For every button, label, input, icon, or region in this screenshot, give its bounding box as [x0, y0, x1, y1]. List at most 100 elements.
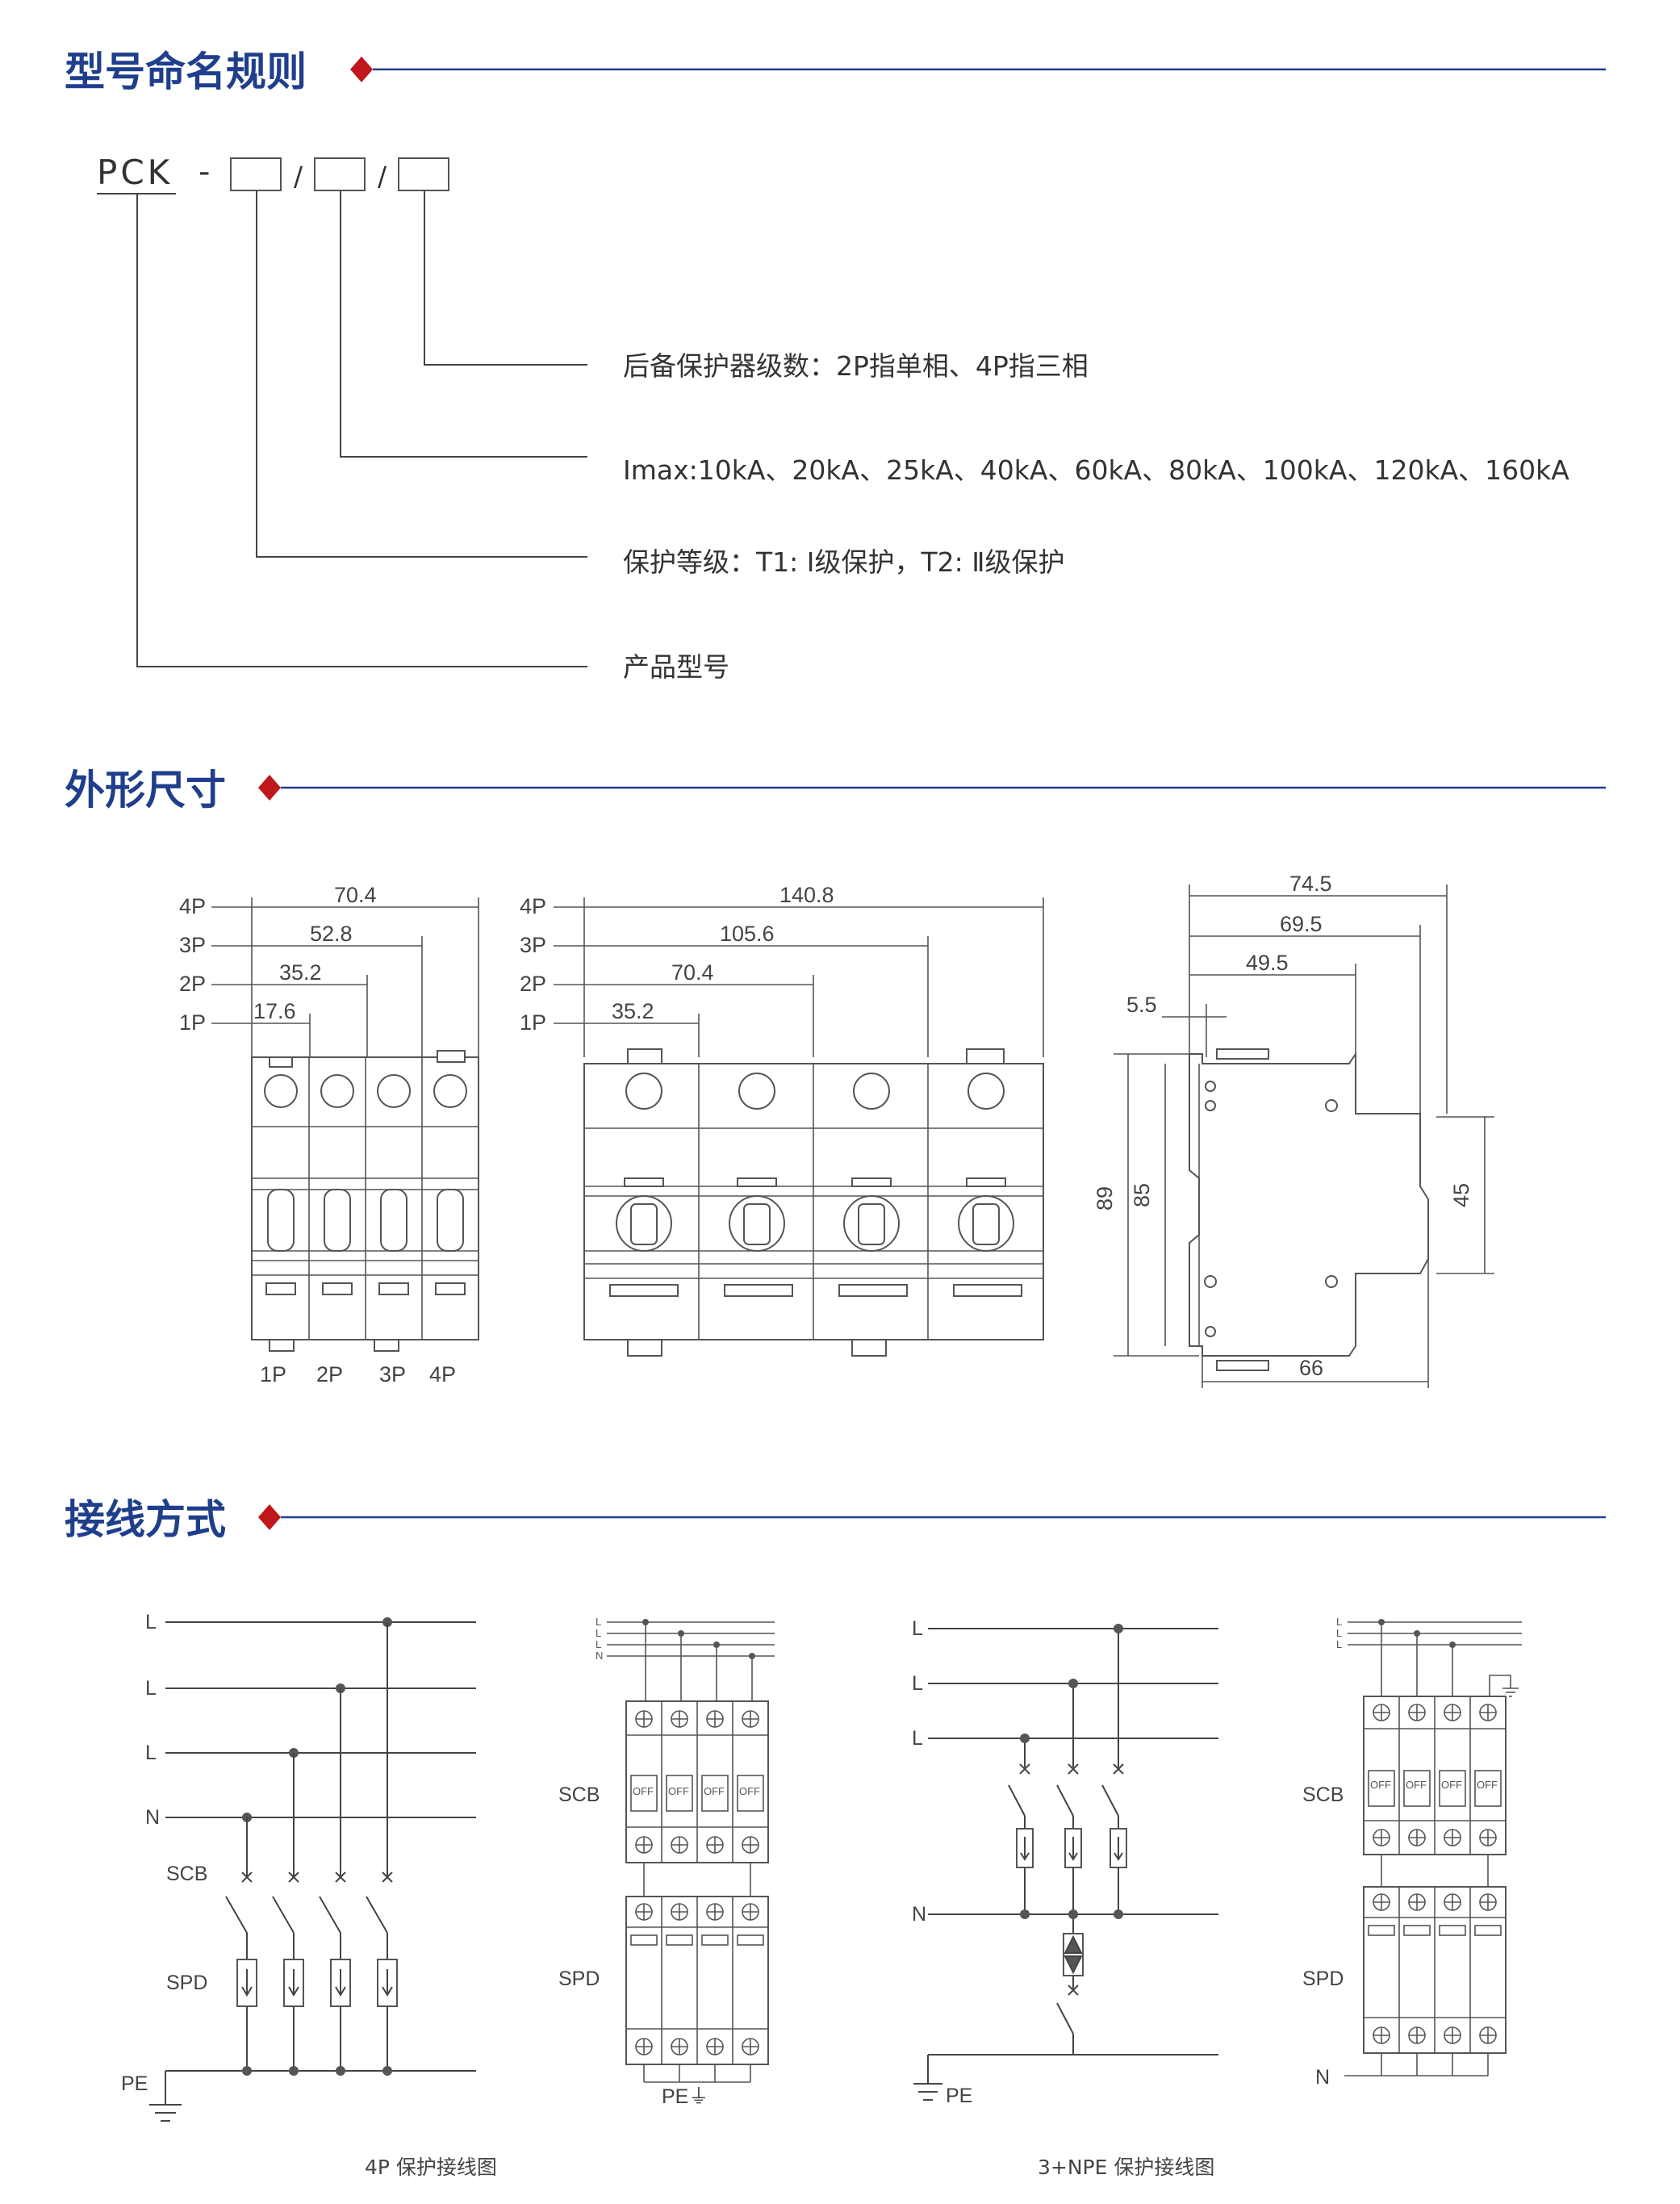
section-title-dimensions: 外形尺寸: [65, 767, 226, 813]
spd-label: SPD: [558, 1968, 600, 1990]
naming-item-poles: 后备保护器级数：2P指单相、4P指三相: [623, 350, 1089, 382]
terminal-screw-icon: [635, 1903, 759, 2056]
wiring-3npe-schematic: L L L N PE: [912, 1617, 1218, 2107]
terminal-screw-icon: [1373, 1704, 1497, 1846]
diamond-icon: [258, 1504, 281, 1530]
neutral-label: N: [1315, 2066, 1330, 2089]
pe-bus-label: PE⏚: [662, 2085, 708, 2108]
scb-label: SCB: [1302, 1784, 1344, 1806]
pole-bottom-label: 1P: [260, 1362, 286, 1386]
width-label: 35.2: [612, 999, 654, 1023]
pole-bottom-label: 4P: [429, 1362, 456, 1386]
line-label: L: [596, 1638, 601, 1650]
pole-bottom-label: 3P: [379, 1362, 406, 1386]
section-wiring-heading: 接线方式: [65, 1496, 1606, 1543]
off-label: OFF: [1370, 1779, 1391, 1791]
width-label: 70.4: [334, 883, 377, 907]
wiring-4p-schematic: L L L N SCB SPD PE: [121, 1611, 476, 2122]
height-label: 85: [1130, 1183, 1154, 1207]
off-label: OFF: [668, 1785, 689, 1797]
leader-line-2: [340, 190, 587, 458]
top-dim-label: 49.5: [1246, 951, 1289, 975]
terminal-screw-icon: [635, 1710, 759, 1854]
code-box-2: [314, 157, 366, 191]
line-label: L: [1336, 1616, 1342, 1628]
section-dimensions-heading: 外形尺寸: [65, 767, 1606, 813]
pole-label: 1P: [520, 1010, 546, 1035]
bottom-dim-label: 66: [1299, 1356, 1323, 1380]
leader-line-4: [136, 194, 587, 667]
terminal-screw-icon: [1373, 1893, 1497, 2044]
pole-label: 3P: [179, 933, 206, 957]
top-dim-label: 74.5: [1289, 872, 1332, 896]
height-label: 45: [1449, 1183, 1473, 1207]
diamond-icon: [258, 775, 281, 801]
off-label: OFF: [739, 1785, 760, 1797]
naming-item-protection-level: 保护等级：T1: Ⅰ级保护，T2: Ⅱ级保护: [623, 546, 1065, 578]
diamond-icon: [350, 56, 373, 82]
wiring-3npe-modules: L L L SCB SPD N: [1302, 1616, 1522, 2089]
width-label: 70.4: [671, 960, 714, 985]
pole-label: 1P: [179, 1010, 206, 1035]
code-box-3: [398, 157, 449, 191]
off-label: OFF: [633, 1785, 654, 1797]
side-profile: [1189, 1051, 1429, 1357]
model-slash-2: /: [378, 161, 387, 192]
naming-diagram: PCK - / / 后备保护器级数：2P指单相、4P指三相 Imax:10kA、…: [97, 153, 1569, 683]
top-dim-label: 5.5: [1126, 993, 1157, 1017]
height-label: 89: [1093, 1186, 1117, 1211]
neutral-label: N: [912, 1903, 926, 1926]
top-dim-label: 69.5: [1280, 912, 1323, 936]
pole-label: 3P: [520, 933, 546, 957]
front-view-wide: 4P 3P 2P 1P 140.8 105.6 70.4 35.2: [520, 883, 1044, 1357]
width-label: 105.6: [720, 922, 775, 946]
line-label: L: [912, 1727, 923, 1750]
neutral-label: N: [596, 1650, 603, 1662]
off-label: OFF: [1477, 1779, 1498, 1791]
leader-line-3: [256, 190, 587, 558]
neutral-label: N: [145, 1806, 160, 1829]
section-naming-heading: 型号命名规则: [65, 48, 1606, 95]
width-label: 17.6: [253, 999, 296, 1023]
caption-3npe: 3+NPE 保护接线图: [1038, 2156, 1214, 2179]
pole-label: 4P: [179, 894, 206, 918]
off-label: OFF: [1441, 1779, 1462, 1791]
naming-item-imax: Imax:10kA、20kA、25kA、40kA、60kA、80kA、100kA…: [623, 454, 1569, 486]
width-label: 140.8: [779, 883, 834, 907]
width-label: 52.8: [310, 922, 353, 946]
leader-line-1: [424, 190, 587, 366]
line-label: L: [912, 1672, 923, 1695]
pole-label: 2P: [179, 972, 206, 996]
pole-label: 4P: [520, 894, 546, 918]
wiring-4p-modules: L L L N SCB SPD: [558, 1616, 775, 2108]
code-box-1: [230, 157, 282, 191]
side-view: 74.5 69.5 49.5 5.5 89 85 45 66: [1093, 872, 1494, 1388]
section-title-wiring: 接线方式: [65, 1496, 226, 1543]
line-label: L: [1336, 1638, 1342, 1650]
line-label: L: [1336, 1627, 1342, 1639]
naming-item-product-model: 产品型号: [623, 651, 729, 683]
spd-label: SPD: [1302, 1968, 1344, 1990]
line-label: L: [145, 1611, 157, 1633]
line-label: L: [596, 1616, 601, 1628]
pole-bottom-label: 2P: [316, 1362, 343, 1386]
pole-label: 2P: [520, 972, 546, 996]
line-label: L: [145, 1742, 157, 1764]
caption-4p: 4P 保护接线图: [365, 2156, 497, 2179]
section-title-naming: 型号命名规则: [65, 48, 307, 95]
front-view-narrow: 4P 3P 2P 1P 70.4 52.8 35.2 17.6: [179, 883, 479, 1386]
pe-label: PE: [121, 2072, 148, 2095]
spd-label: SPD: [166, 1972, 207, 1994]
off-label: OFF: [1406, 1779, 1427, 1791]
scb-label: SCB: [166, 1863, 207, 1885]
width-label: 35.2: [279, 960, 322, 985]
model-slash-1: /: [294, 161, 303, 192]
model-prefix: PCK: [97, 153, 173, 192]
model-dash: -: [199, 153, 210, 190]
scb-label: SCB: [558, 1784, 600, 1806]
line-label: L: [145, 1677, 157, 1700]
line-label: L: [596, 1627, 601, 1639]
pe-label: PE: [946, 2085, 972, 2107]
line-label: L: [912, 1617, 923, 1640]
